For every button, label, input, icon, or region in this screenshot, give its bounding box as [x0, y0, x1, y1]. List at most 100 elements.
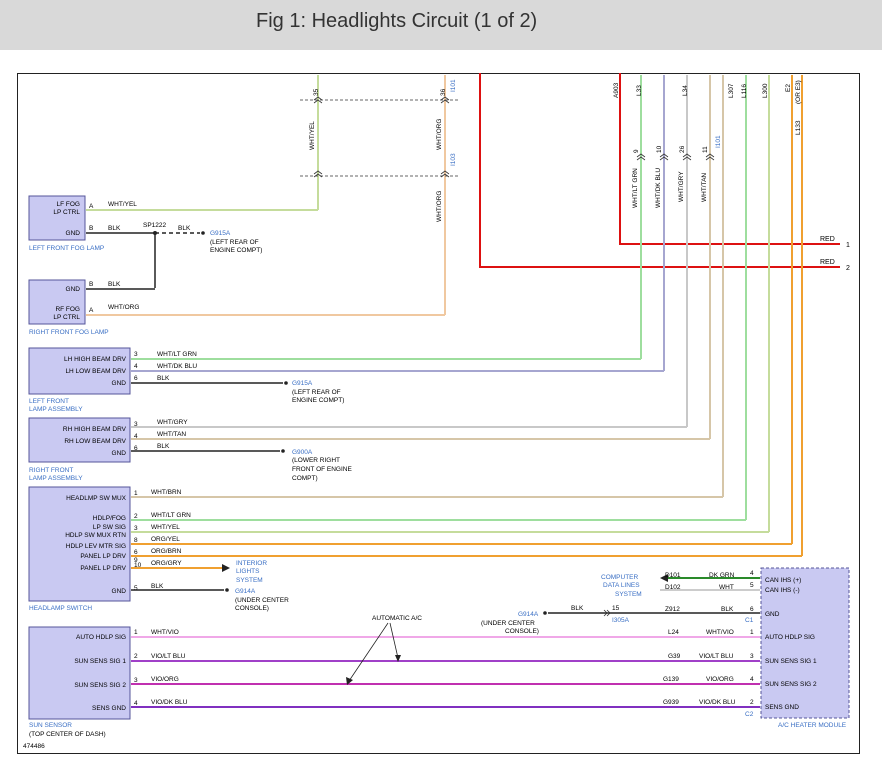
ac-ground-desc1: (UNDER CENTER — [481, 620, 535, 627]
ss-w2: VIO/LT BLU — [151, 653, 186, 660]
right-lamp-ground-desc3: COMPT) — [292, 475, 318, 482]
ss-r1: AUTO HDLP SIG — [76, 634, 126, 641]
hs-w7: ORG/GRY — [151, 560, 182, 567]
lf-fog-ground[interactable]: G915A — [210, 230, 231, 237]
arrow-left-icon — [660, 574, 668, 582]
hs-p4: 8 — [134, 537, 138, 544]
vlabel-wht-org-a: WHT/ORG — [436, 119, 443, 150]
ac-w-z912: BLK — [721, 606, 734, 613]
right-lamp-w3: BLK — [157, 443, 170, 450]
ac-g939: G939 — [663, 699, 679, 706]
ac-heater-module-box — [760, 567, 850, 719]
interior-lights-line1[interactable]: INTERIOR — [236, 560, 267, 567]
conn-l300: L300 — [762, 83, 769, 98]
right-lamp-caption1: RIGHT FRONT — [29, 467, 73, 474]
left-lamp-ground[interactable]: G915A — [292, 380, 313, 387]
conn-i101-b[interactable]: I101 — [715, 135, 722, 148]
red-pin-2: 2 — [846, 265, 850, 272]
ac-ground[interactable]: G914A — [518, 611, 539, 618]
ss-p1: 1 — [134, 629, 138, 636]
ac-p4: 1 — [750, 629, 754, 636]
conn-e2: E2 — [785, 84, 792, 92]
left-lamp-ground-desc1: (LEFT REAR OF — [292, 389, 341, 396]
page-title: Fig 1: Headlights Circuit (1 of 2) — [256, 10, 538, 32]
ac-c2[interactable]: C2 — [745, 711, 754, 718]
lf-fog-wire-a: WHT/YEL — [108, 201, 137, 208]
hs-r7: PANEL LP DRV — [80, 565, 126, 572]
lf-fog-line2: LP CTRL — [53, 209, 80, 216]
red-wire-label-1: RED — [820, 236, 835, 243]
hs-p5: 6 — [134, 549, 138, 556]
hs-w8: BLK — [151, 583, 164, 590]
ac-r2: CAN IHS (-) — [765, 587, 800, 594]
lf-fog-wire-b: BLK — [108, 225, 121, 232]
interior-lights-line3[interactable]: SYSTEM — [236, 577, 263, 584]
left-lamp-r1: LH HIGH BEAM DRV — [64, 356, 127, 363]
sun-sensor-box — [28, 626, 131, 720]
ac-w7: VIO/DK BLU — [699, 699, 736, 706]
left-lamp-w1: WHT/LT GRN — [157, 351, 197, 358]
hs-ground-desc2: CONSOLE) — [235, 605, 269, 612]
left-lamp-p2: 4 — [134, 363, 138, 370]
ac-p1: 4 — [750, 570, 754, 577]
hs-ground[interactable]: G914A — [235, 588, 256, 595]
right-lamp-w2: WHT/TAN — [157, 431, 186, 438]
left-lamp-w2: WHT/DK BLU — [157, 363, 197, 370]
right-lamp-r3: GND — [112, 450, 127, 457]
ss-caption1: SUN SENSOR — [29, 722, 72, 729]
hs-r6: PANEL LP DRV — [80, 553, 126, 560]
right-lamp-ground[interactable]: G900A — [292, 449, 313, 456]
hs-p7: 10 — [134, 562, 142, 569]
right-lamp-ground-desc2: FRONT OF ENGINE — [292, 466, 352, 473]
ss-r4: SENS GND — [92, 705, 126, 712]
arrow-right-icon — [222, 564, 230, 572]
cdl-line3[interactable]: SYSTEM — [615, 591, 642, 598]
vlabel-wht-gry: WHT/GRY — [678, 171, 685, 202]
rf-fog-line1: RF FOG — [55, 306, 80, 313]
ac-p3: 6 — [750, 606, 754, 613]
cdl-line1[interactable]: COMPUTER — [601, 574, 639, 581]
red-wire-label-2: RED — [820, 259, 835, 266]
cdl-line2[interactable]: DATA LINES — [603, 582, 640, 589]
ss-w1: WHT/VIO — [151, 629, 179, 636]
right-lamp-box — [28, 417, 131, 463]
conn-l133: L133 — [795, 120, 802, 135]
ac-d102: D102 — [665, 584, 681, 591]
ac-d101: D101 — [665, 572, 681, 579]
hs-p3: 3 — [134, 525, 138, 532]
lf-fog-pin-a: A — [89, 203, 94, 210]
left-lamp-caption2: LAMP ASSEMBLY — [29, 406, 83, 413]
right-lamp-caption2: LAMP ASSEMBLY — [29, 475, 83, 482]
conn-i103[interactable]: I103 — [450, 153, 457, 166]
conn-l307: L307 — [728, 83, 735, 98]
rf-fog-line2: LP CTRL — [53, 314, 80, 321]
pin-26: 26 — [679, 145, 686, 153]
left-lamp-w3: BLK — [157, 375, 170, 382]
arrow-down-icon — [395, 655, 401, 662]
vlabel-wht-org-b: WHT/ORG — [436, 191, 443, 222]
lf-fog-ground-desc2: ENGINE COMPT) — [210, 247, 262, 254]
ac-w-d102: WHT — [719, 584, 734, 591]
conn-a903: A903 — [613, 82, 620, 98]
left-lamp-r2: LH LOW BEAM DRV — [65, 368, 126, 375]
ac-r6: SUN SENS SIG 2 — [765, 681, 817, 688]
ac-g139: G139 — [663, 676, 679, 683]
ac-c1[interactable]: C1 — [745, 617, 754, 624]
hs-r5: HDLP LEV MTR SIG — [66, 543, 126, 550]
ac-r5: SUN SENS SIG 1 — [765, 658, 817, 665]
vlabel-wht-tan: WHT/TAN — [701, 173, 708, 202]
right-lamp-ground-desc1: (LOWER RIGHT — [292, 457, 340, 464]
conn-i101[interactable]: I101 — [450, 79, 457, 92]
hs-w2: WHT/LT GRN — [151, 512, 191, 519]
ac-gnd-pin: 15 — [612, 605, 620, 612]
hs-w5: ORG/BRN — [151, 548, 182, 555]
interior-lights-line2[interactable]: LIGHTS — [236, 568, 260, 575]
diagram-frame — [17, 73, 860, 754]
ss-r3: SUN SENS SIG 2 — [74, 682, 126, 689]
ac-gnd-conn[interactable]: I305A — [612, 617, 630, 624]
arrow-down-left-icon — [346, 677, 353, 685]
header-bar: Fig 1: Headlights Circuit (1 of 2) — [0, 0, 882, 50]
hs-p6: 9 — [134, 557, 138, 564]
vlabel-wht-yel: WHT/YEL — [309, 121, 316, 150]
rf-fog-wire-b: BLK — [108, 281, 121, 288]
